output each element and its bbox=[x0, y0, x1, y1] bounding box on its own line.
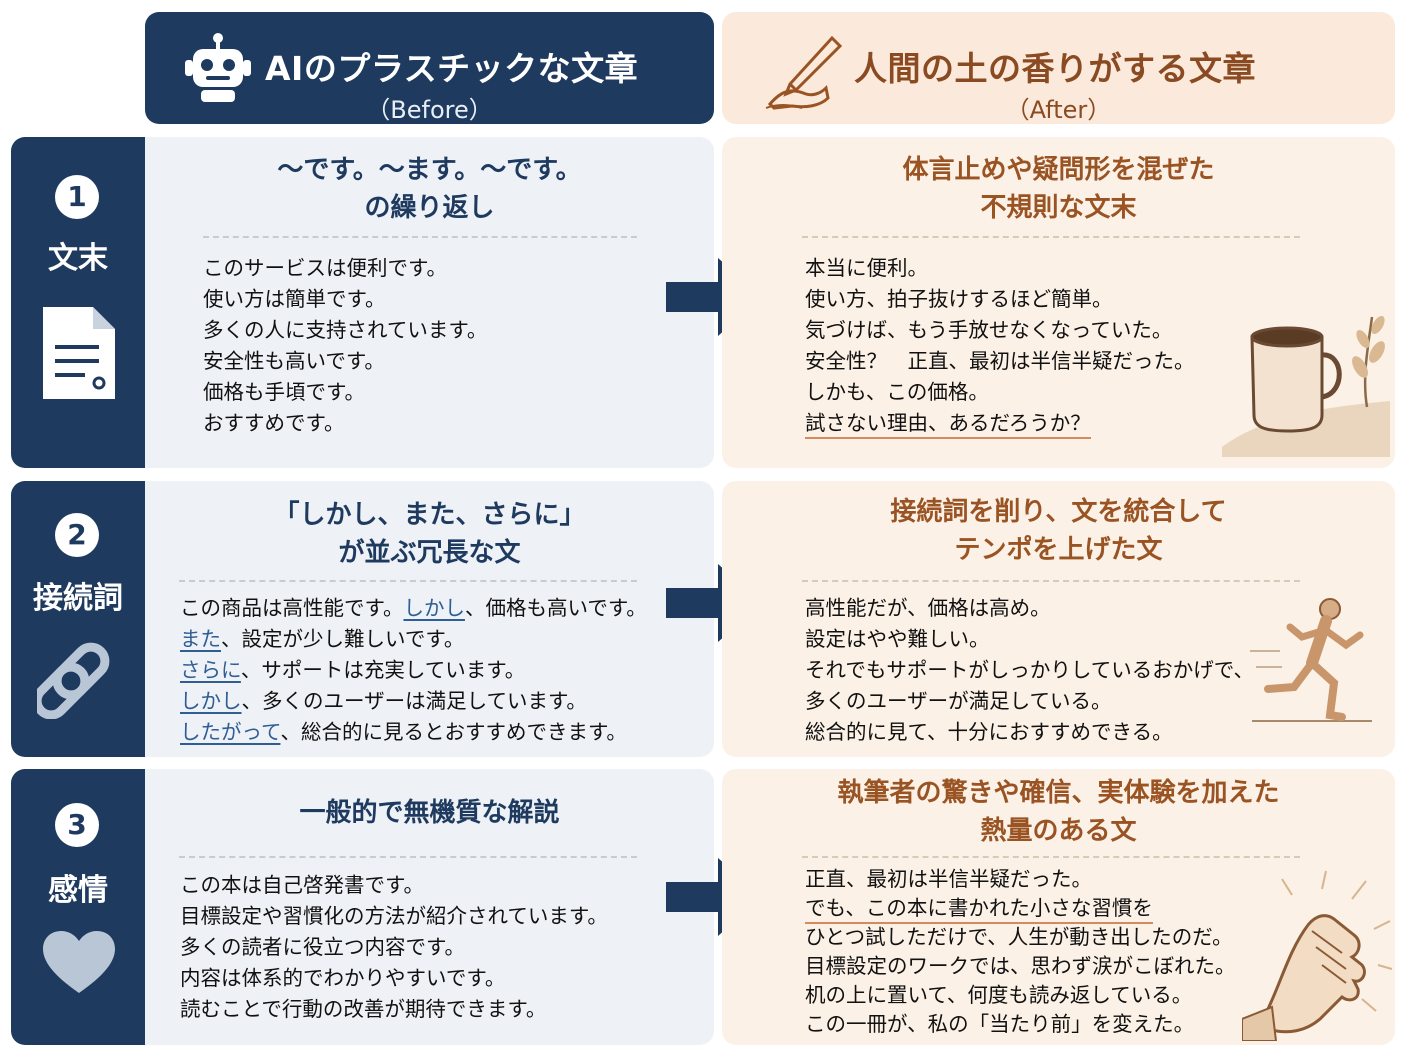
text-line: 読むことで行動の改善が期待できます。 bbox=[180, 997, 547, 1021]
section-2-after-divider bbox=[802, 580, 1300, 582]
text-line: でも、この本に書かれた小さな習慣を bbox=[805, 894, 1236, 924]
section-3-after-divider bbox=[802, 856, 1300, 858]
section-1-before-divider bbox=[203, 236, 637, 238]
text-line: おすすめです。 bbox=[203, 411, 345, 435]
section-1-before-title: 〜です。〜ます。〜です。 の繰り返し bbox=[277, 155, 582, 223]
section-1-label: 文末 bbox=[48, 241, 108, 276]
section-2-number: 2 bbox=[55, 513, 99, 557]
text-line: 気づけば、もう手放せなくなっていた。 bbox=[805, 318, 1173, 342]
section-3-before-text: この本は自己啓発書です。 目標設定や習慣化の方法が紹介されています。 多くの読者… bbox=[180, 870, 608, 1025]
text-line: 安全性？ 正直、最初は半信半疑だった。 bbox=[805, 349, 1195, 373]
section-2-label: 接続詞 bbox=[33, 581, 123, 616]
section-2-side: 2 接続詞 bbox=[11, 481, 145, 757]
robot-icon bbox=[185, 33, 251, 102]
before-header-title: AIのプラスチックな文章 bbox=[265, 49, 639, 88]
text-line: それでもサポートがしっかりしているおかげで、 bbox=[805, 658, 1254, 682]
text-line: ひとつ試しただけで、人生が動き出したのだ。 bbox=[805, 925, 1233, 949]
before-header-subtitle: （Before） bbox=[366, 96, 493, 124]
link-icon bbox=[37, 642, 110, 719]
text-line: 多くのユーザーが満足している。 bbox=[805, 689, 1112, 713]
section-2-before-title: 「しかし、また、さらに」 が並ぶ冗長な文 bbox=[273, 500, 586, 568]
text-line: 使い方、拍子抜けするほど簡単。 bbox=[805, 287, 1113, 311]
text-line: この一冊が、私の「当たり前」を変えた。 bbox=[805, 1012, 1195, 1036]
text-line: 本当に便利。 bbox=[805, 256, 928, 280]
section-3-after-text: 正直、最初は半信半疑だった。 でも、この本に書かれた小さな習慣を ひとつ試しただ… bbox=[805, 865, 1236, 1039]
text-line: 目標設定や習慣化の方法が紹介されています。 bbox=[180, 904, 608, 928]
text-line: しかし、多くのユーザーは満足しています。 bbox=[180, 689, 587, 713]
section-2-after-card: 接続詞を削り、文を統合して テンポを上げた文 高性能だが、価格は高め。 設定はや… bbox=[722, 481, 1395, 757]
text-line: 設定はやや難しい。 bbox=[805, 627, 990, 651]
section-1-before-text: このサービスは便利です。 使い方は簡単です。 多くの人に支持されています。 安全… bbox=[203, 253, 487, 439]
text-line: 安全性も高いです。 bbox=[203, 349, 385, 373]
runner-icon bbox=[1250, 598, 1372, 722]
section-3-after-card: 執筆者の驚きや確信、実体験を加えた 熱量のある文 正直、最初は半信半疑だった。 … bbox=[722, 769, 1395, 1045]
text-line: このサービスは便利です。 bbox=[203, 256, 447, 280]
heart-icon bbox=[43, 931, 115, 993]
section-3-side: 3 感情 bbox=[11, 769, 145, 1045]
before-header: AIのプラスチックな文章 （Before） bbox=[145, 12, 714, 124]
text-line: この本は自己啓発書です。 bbox=[180, 873, 424, 897]
text-line: 多くの人に支持されています。 bbox=[203, 318, 488, 342]
section-3-before-divider bbox=[179, 856, 637, 858]
text-line: また、設定が少し難しいです。 bbox=[180, 627, 465, 651]
text-line: さらに、サポートは充実しています。 bbox=[180, 658, 526, 682]
after-header-subtitle: （After） bbox=[1005, 96, 1112, 124]
text-line: 内容は体系的でわかりやすいです。 bbox=[180, 966, 506, 990]
text-line: この商品は高性能です。しかし、価格も高いです。 bbox=[180, 596, 647, 620]
section-2-before-card: 「しかし、また、さらに」 が並ぶ冗長な文 この商品は高性能です。しかし、価格も高… bbox=[145, 481, 714, 757]
text-line: 試さない理由、あるだろうか？ bbox=[805, 408, 1195, 439]
section-3-before-card: 一般的で無機質な解説 この本は自己啓発書です。 目標設定や習慣化の方法が紹介され… bbox=[145, 769, 714, 1045]
section-1-after-title: 体言止めや疑問形を混ぜた 不規則な文末 bbox=[902, 155, 1215, 223]
section-2-before-divider bbox=[179, 580, 637, 582]
text-line: 価格も手頃です。 bbox=[203, 380, 365, 404]
text-line: 正直、最初は半信半疑だった。 bbox=[805, 867, 1092, 891]
text-line: 高性能だが、価格は高め。 bbox=[805, 596, 1051, 620]
section-3-before-title: 一般的で無機質な解説 bbox=[299, 798, 560, 828]
coffee-cup-icon bbox=[1222, 315, 1390, 457]
text-line: しかも、この価格。 bbox=[805, 380, 989, 404]
section-1-after-divider bbox=[802, 236, 1300, 238]
writing-hand-icon bbox=[765, 35, 843, 110]
section-1-after-card: 体言止めや疑問形を混ぜた 不規則な文末 本当に便利。 使い方、拍子抜けするほど簡… bbox=[722, 137, 1395, 468]
text-line: 目標設定のワークでは、思わず涙がこぼれた。 bbox=[805, 954, 1236, 978]
hand-on-heart-icon bbox=[1242, 870, 1392, 1041]
section-2-after-text: 高性能だが、価格は高め。 設定はやや難しい。 それでもサポートがしっかりしている… bbox=[805, 593, 1254, 748]
after-header-title: 人間の土の香りがする文章 bbox=[854, 49, 1256, 88]
text-line: 机の上に置いて、何度も読み返している。 bbox=[805, 983, 1193, 1007]
section-1-before-card: 〜です。〜ます。〜です。 の繰り返し このサービスは便利です。 使い方は簡単です… bbox=[145, 137, 714, 468]
section-1-side: 1 文末 bbox=[11, 137, 145, 468]
section-2-before-text: この商品は高性能です。しかし、価格も高いです。 また、設定が少し難しいです。 さ… bbox=[180, 593, 647, 748]
section-1-after-text: 本当に便利。 使い方、拍子抜けするほど簡単。 気づけば、もう手放せなくなっていた… bbox=[805, 253, 1195, 439]
text-line: 多くの読者に役立つ内容です。 bbox=[180, 935, 465, 959]
section-3-after-title: 執筆者の驚きや確信、実体験を加えた 熱量のある文 bbox=[837, 778, 1280, 846]
section-1-number: 1 bbox=[55, 175, 99, 219]
after-header: 人間の土の香りがする文章 （After） bbox=[722, 12, 1395, 124]
section-2-after-title: 接続詞を削り、文を統合して テンポを上げた文 bbox=[890, 497, 1227, 565]
text-line: 総合的に見て、十分におすすめできる。 bbox=[805, 720, 1173, 744]
document-icon bbox=[43, 307, 115, 399]
text-line: したがって、総合的に見るとおすすめできます。 bbox=[180, 720, 627, 744]
text-line: 使い方は簡単です。 bbox=[203, 287, 386, 311]
section-3-label: 感情 bbox=[48, 873, 108, 908]
section-3-number: 3 bbox=[55, 803, 99, 847]
